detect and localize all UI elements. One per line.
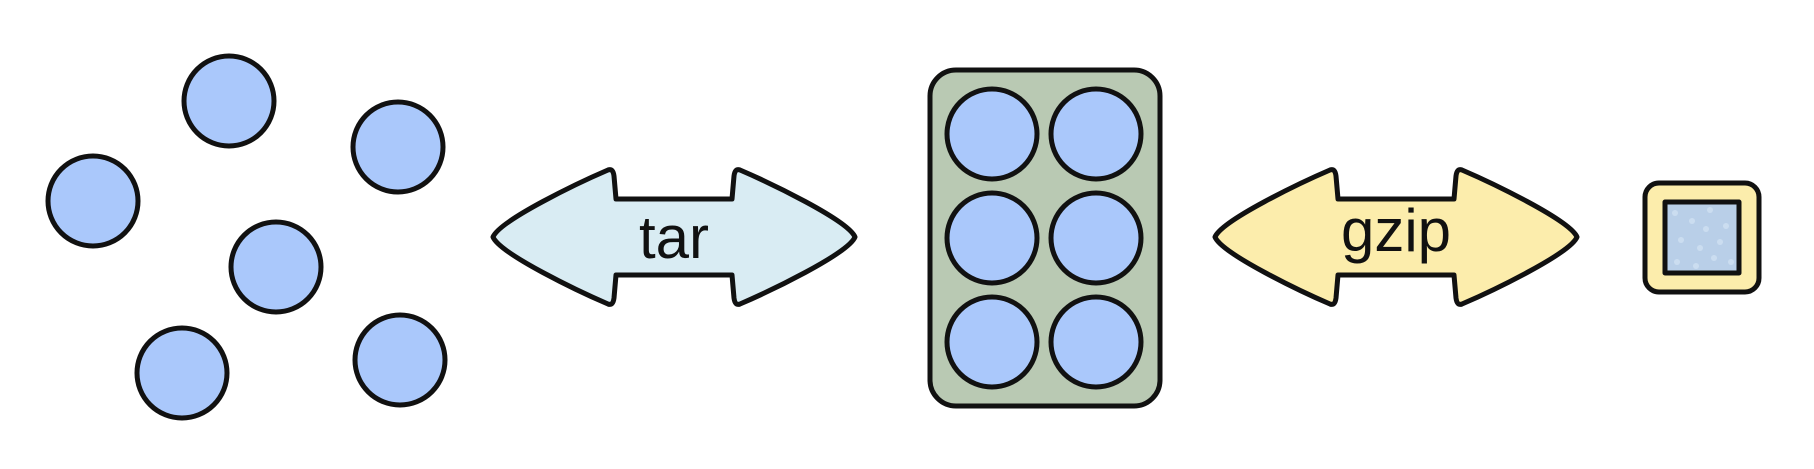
gzip-label: gzip — [1341, 197, 1451, 264]
gzip-arrow-shape — [1212, 167, 1580, 307]
file-circle — [45, 153, 141, 249]
archived-file-circle — [944, 294, 1040, 390]
file-circle — [134, 325, 230, 421]
tar-label: tar — [639, 204, 709, 271]
archived-file-circle — [1048, 294, 1144, 390]
archived-file-circle — [1048, 86, 1144, 182]
file-circle — [350, 99, 446, 195]
compressed-texture — [1672, 207, 1734, 269]
loose-files — [45, 53, 448, 421]
compressed-archive-icon — [1642, 180, 1762, 295]
file-circle — [228, 219, 324, 315]
tar-arrow: tar — [490, 167, 858, 307]
file-circle — [352, 312, 448, 408]
tar-archive — [927, 67, 1163, 409]
archived-file-circle — [944, 190, 1040, 286]
file-circle — [181, 53, 277, 149]
tar-arrow-shape — [490, 167, 858, 307]
gzip-arrow: gzip — [1212, 167, 1580, 307]
archived-file-circle — [1048, 190, 1144, 286]
archived-file-circle — [944, 86, 1040, 182]
